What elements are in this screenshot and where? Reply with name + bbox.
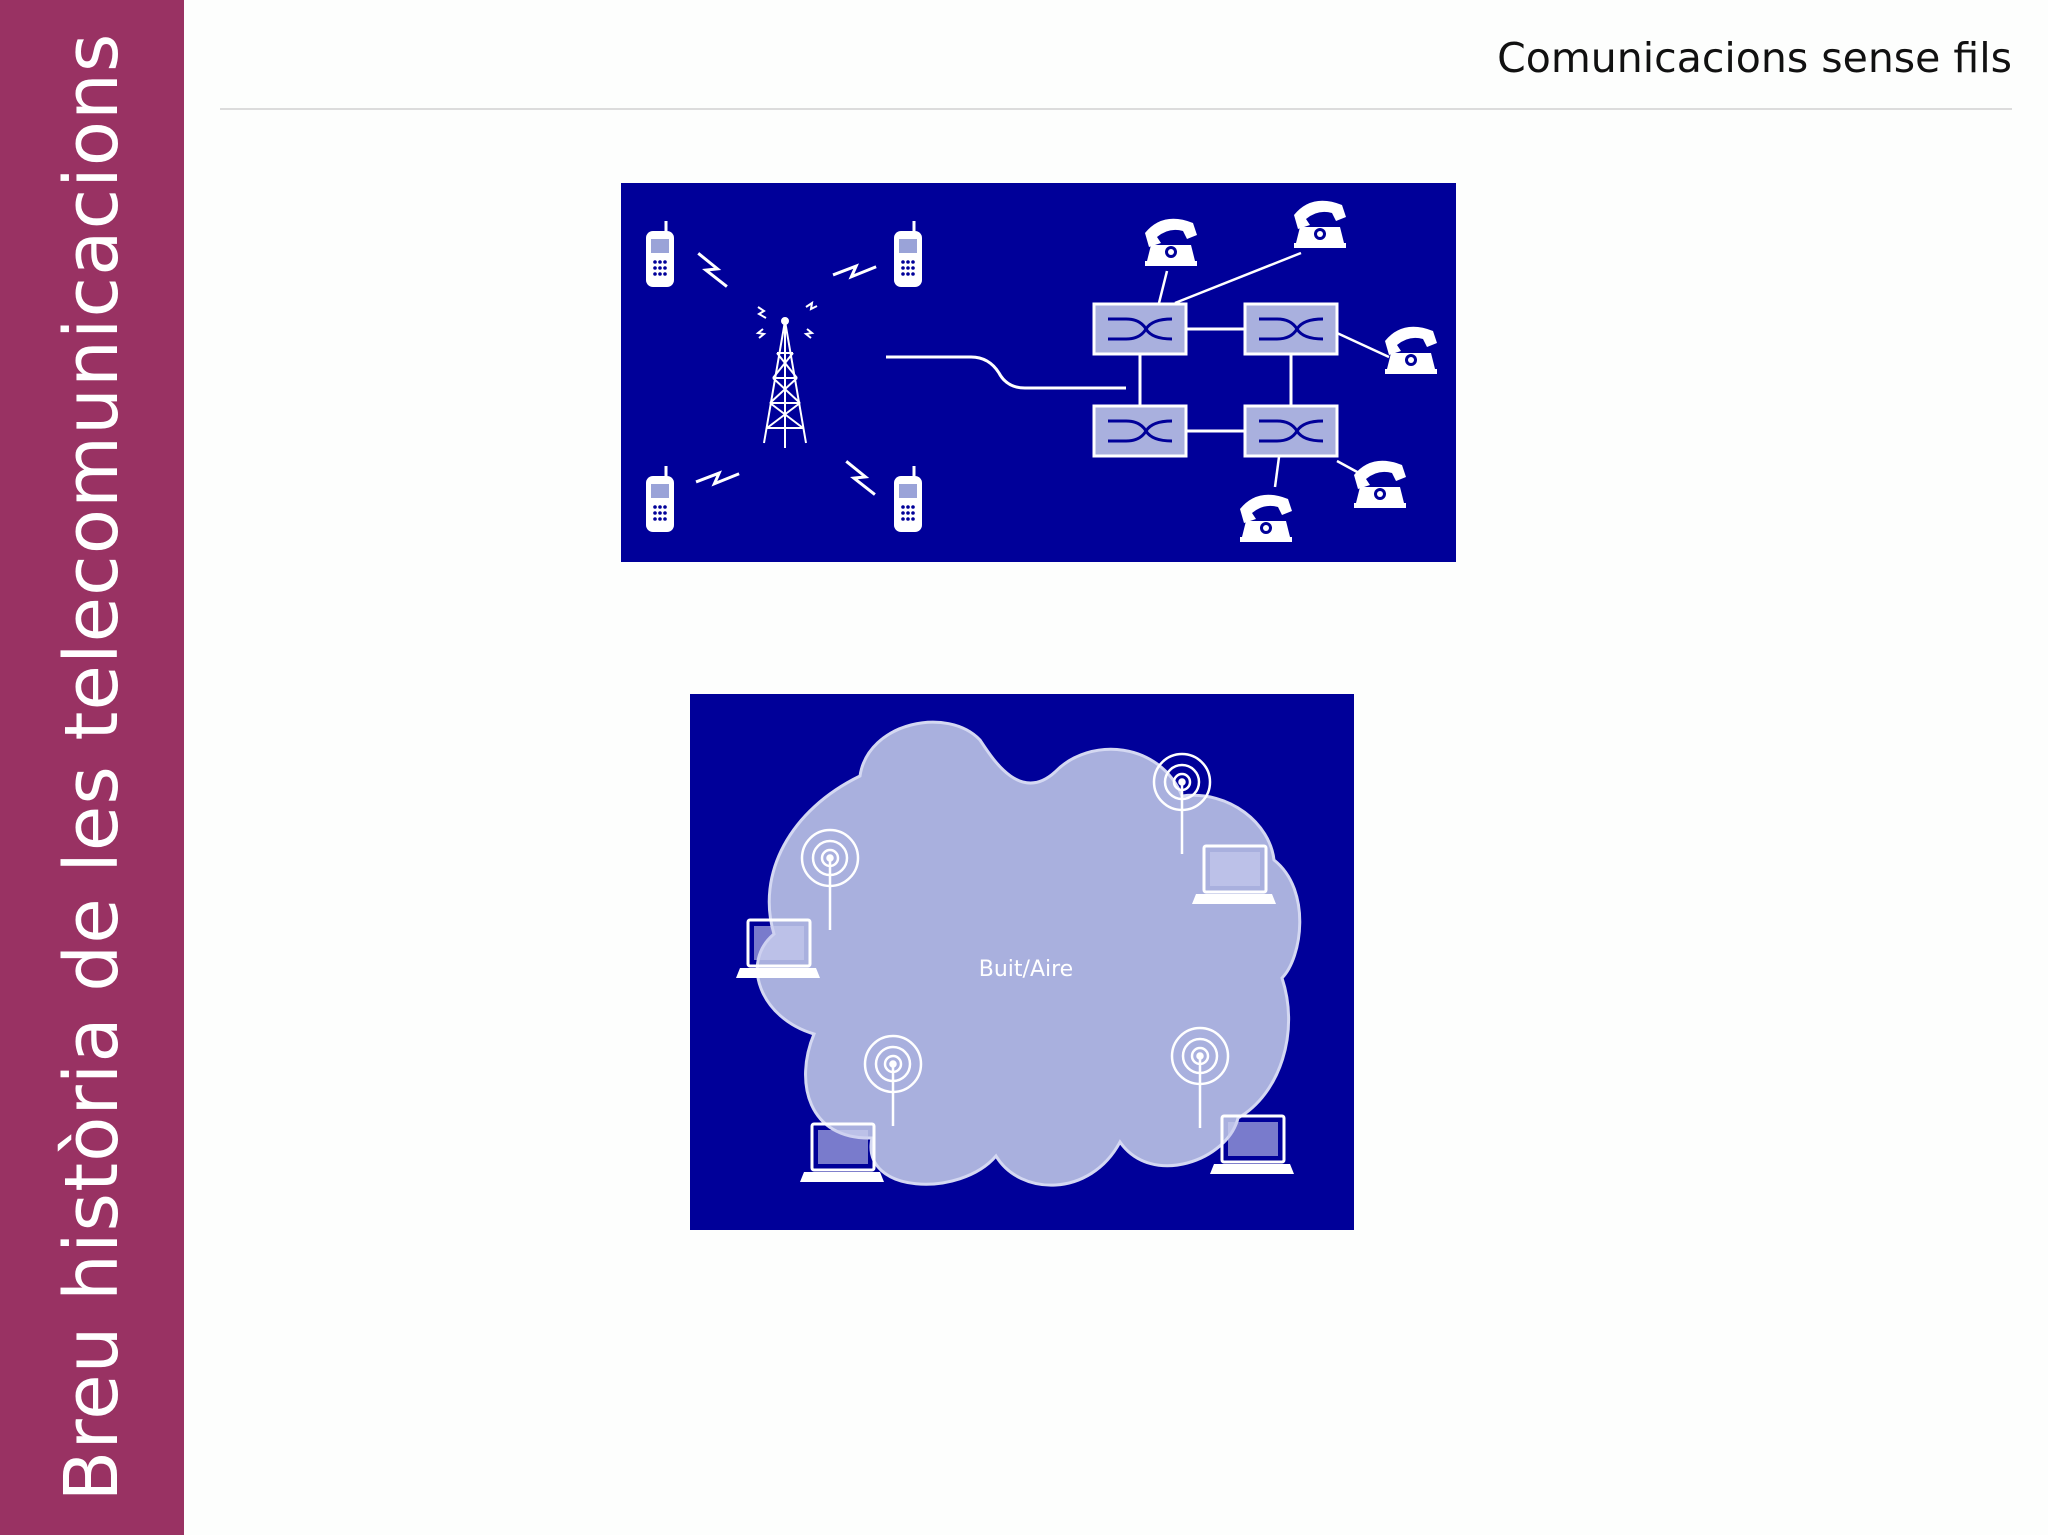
wireless-network-diagram: Buit/Aire [690,694,1354,1230]
page-title: Comunicacions sense fils [1497,34,2012,82]
switch-icon [1243,302,1339,356]
switch-icon [1092,302,1188,356]
sidebar: Breu història de les telecomunicacions [0,0,184,1535]
switch-icon [1243,404,1339,458]
subscriber-lines [1157,251,1390,488]
antenna-masts [828,780,1202,1128]
antenna-tower-icon [755,300,818,448]
telephony-network-diagram [621,183,1456,562]
switch-icon [1092,404,1188,458]
network-interconnect-line [886,355,1126,390]
cloud-label: Buit/Aire [979,957,1073,982]
sidebar-title: Breu història de les telecomunicacions [49,32,135,1502]
header-divider [220,108,2012,110]
